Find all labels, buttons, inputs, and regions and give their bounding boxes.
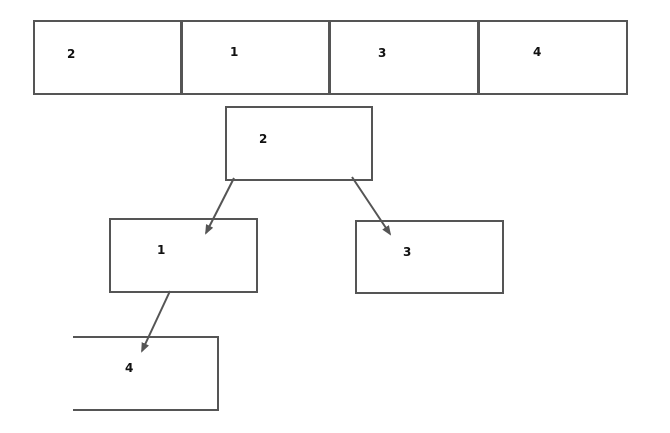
tree-node-label: 1: [157, 243, 165, 257]
array-cell-0: 2: [33, 20, 182, 95]
edge-root-to-right: [351, 176, 392, 236]
tree-node-root: 2: [225, 106, 373, 181]
tree-node-label: 3: [403, 245, 411, 259]
tree-node-left-left: 4: [73, 336, 219, 411]
tree-node-right: 3: [355, 220, 504, 294]
array-cell-3: 4: [478, 20, 628, 95]
edge-left-to-left-left: [141, 290, 171, 353]
tree-node-label: 4: [125, 361, 133, 375]
array-cell-2: 3: [329, 20, 479, 95]
tree-node-label: 2: [259, 132, 267, 146]
array-row: 2 1 3 4: [33, 20, 628, 95]
array-cell-label: 4: [533, 45, 541, 59]
array-cell-1: 1: [181, 20, 330, 95]
edge-root-to-left: [205, 177, 235, 235]
tree-node-left: 1: [109, 218, 258, 293]
array-cell-label: 1: [230, 45, 238, 59]
array-cell-label: 3: [378, 46, 386, 60]
array-cell-label: 2: [67, 47, 75, 61]
